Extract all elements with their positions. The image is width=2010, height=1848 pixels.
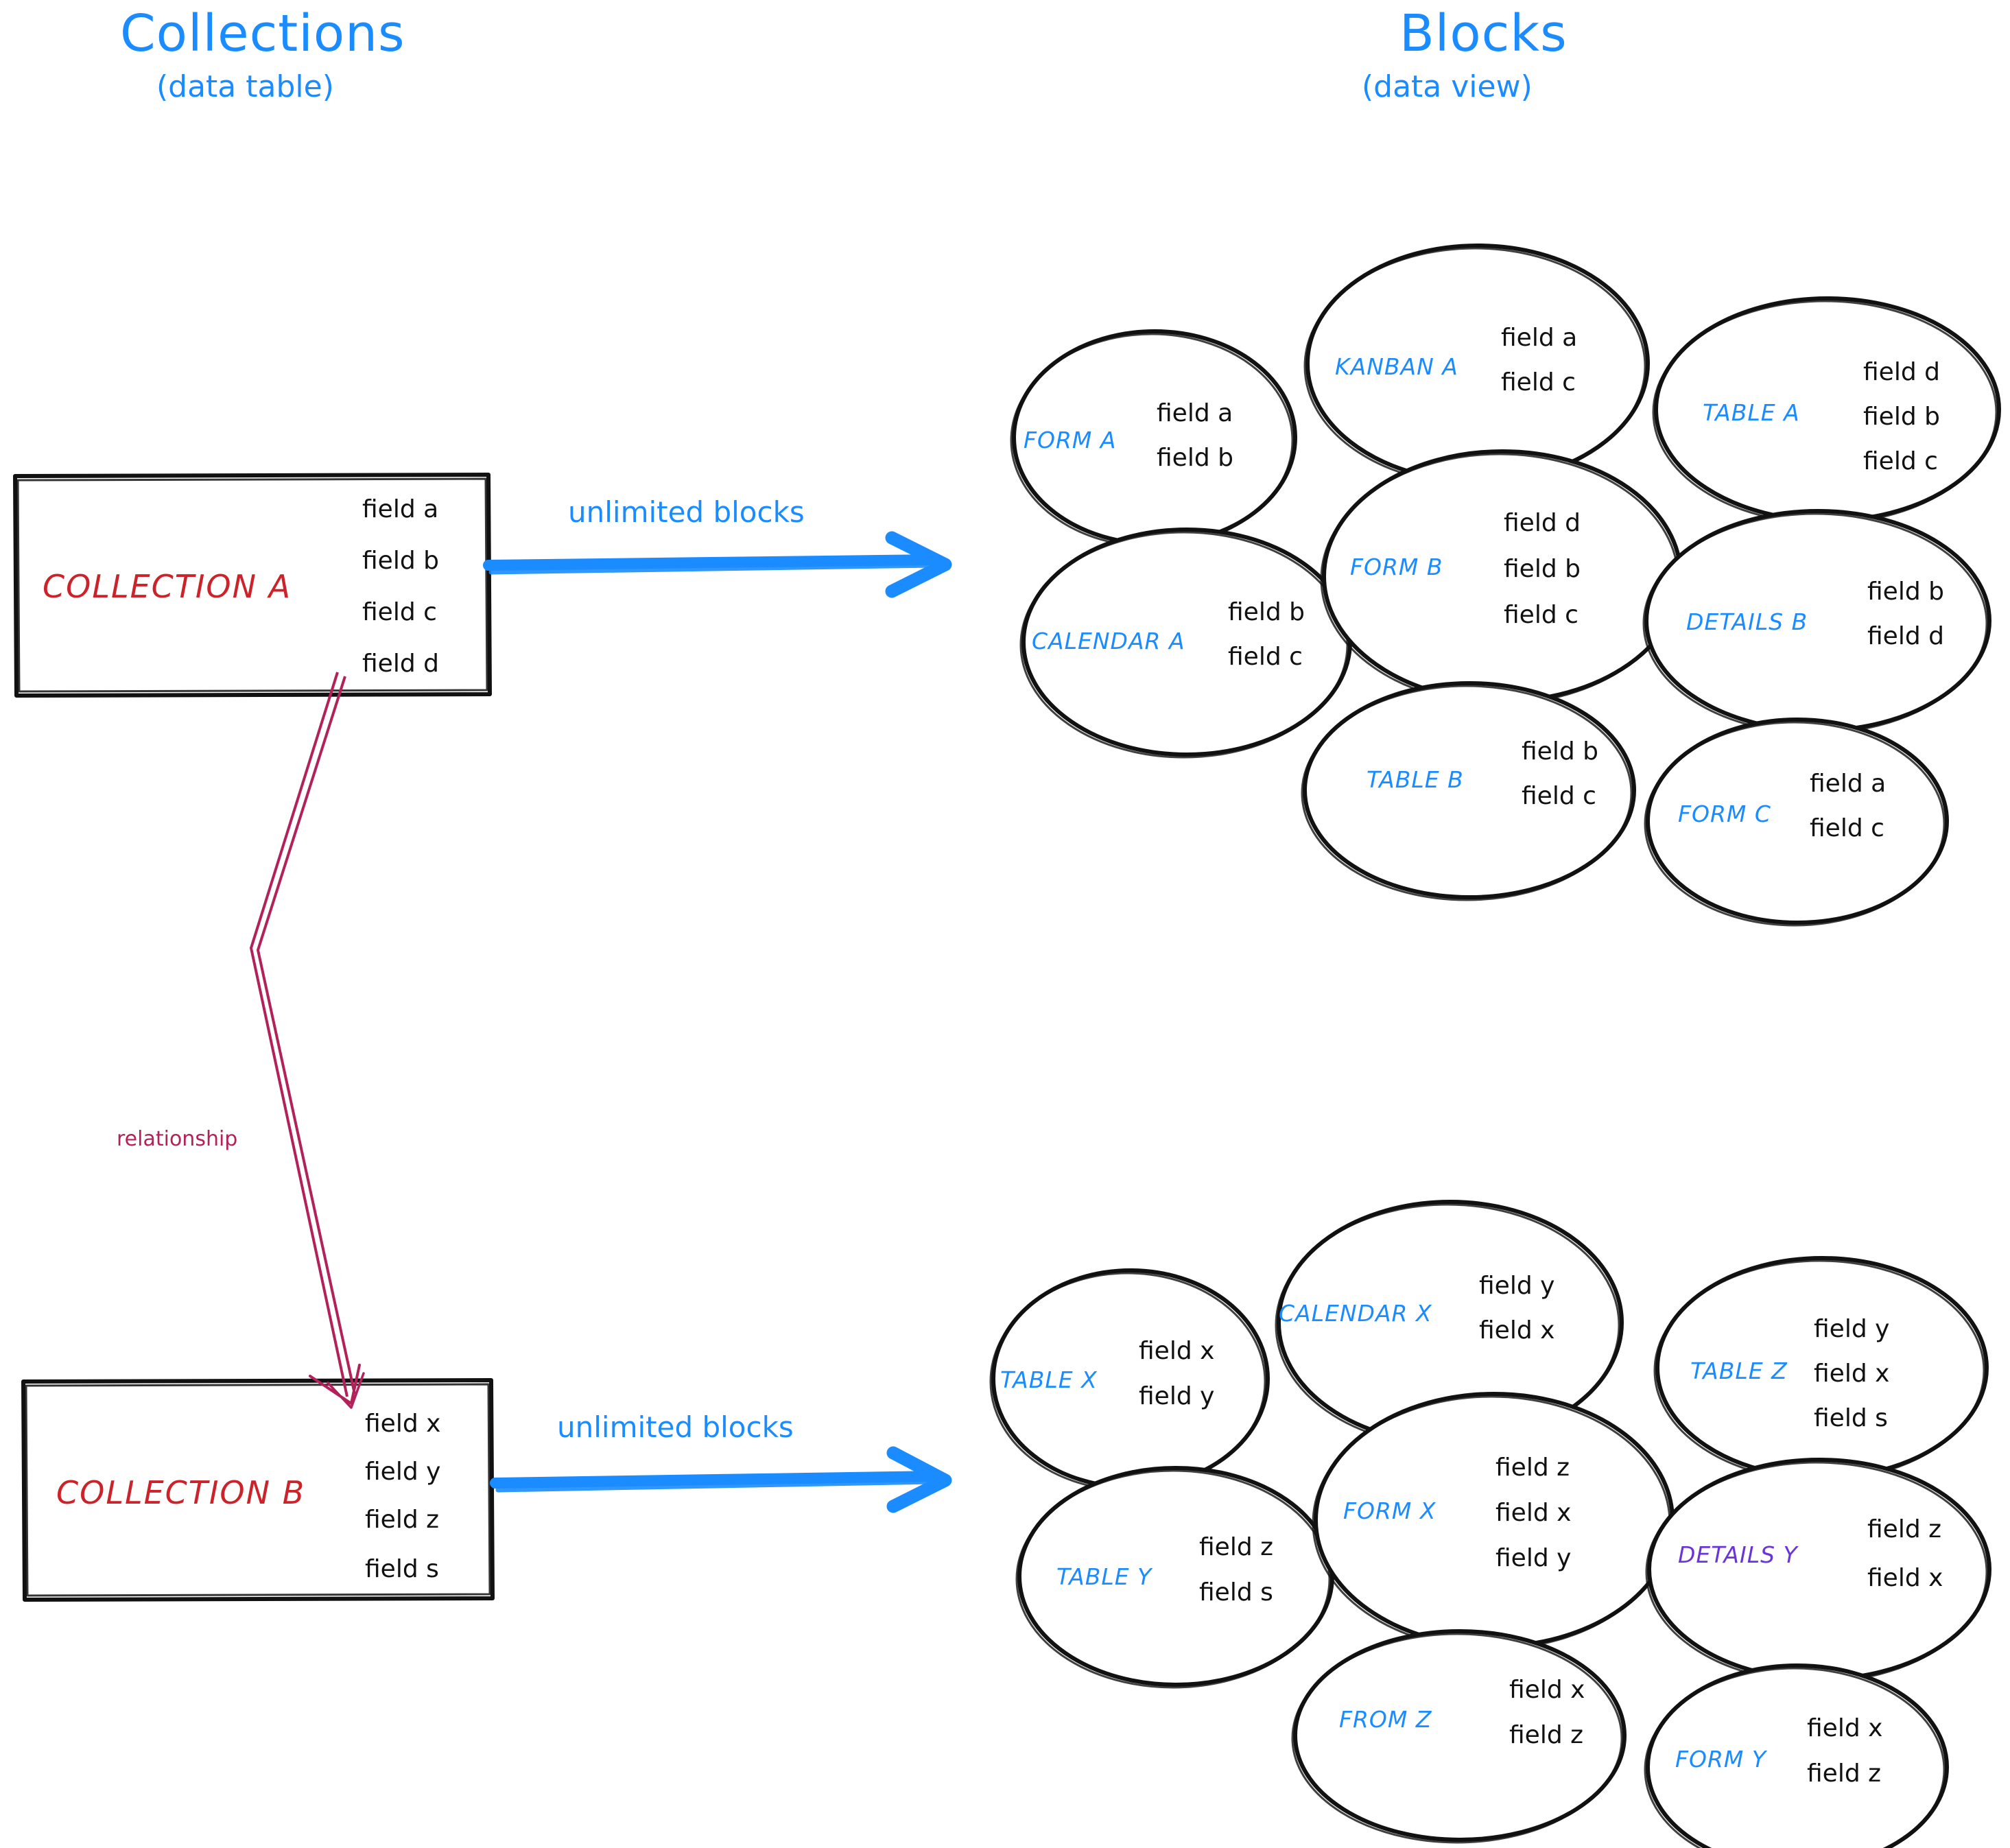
block-field-form-y-0: field x [1807, 1714, 1883, 1742]
block-label-form-c[interactable]: FORM C [1678, 801, 1771, 827]
arrow-unlimited-blocks-b [490, 1446, 952, 1513]
collection-b-field-0: field x [365, 1410, 441, 1438]
block-label-from-z[interactable]: FROM Z [1339, 1706, 1432, 1733]
collection-a-field-2: field c [362, 598, 437, 626]
block-field-kanban-a-0: field a [1501, 324, 1578, 352]
block-field-form-b-1: field b [1504, 555, 1581, 583]
block-label-form-a[interactable]: FORM A [1024, 427, 1117, 453]
collection-b-field-3: field s [365, 1555, 439, 1583]
block-field-form-x-2: field y [1495, 1544, 1572, 1572]
block-field-table-y-0: field z [1199, 1533, 1274, 1561]
block-field-calendar-a-0: field b [1228, 598, 1305, 626]
collection-a-box [13, 473, 492, 698]
relationship-connector [250, 672, 365, 1409]
block-field-calendar-x-0: field y [1479, 1272, 1555, 1300]
block-label-details-b[interactable]: DETAILS B [1686, 608, 1808, 635]
arrow-label-unlimited-blocks-a: unlimited blocks [568, 495, 805, 529]
block-field-calendar-a-1: field c [1228, 643, 1303, 671]
block-field-from-z-1: field z [1509, 1721, 1584, 1749]
block-field-details-y-1: field x [1867, 1564, 1943, 1592]
block-field-table-y-1: field s [1199, 1578, 1273, 1607]
collection-b-box [21, 1378, 495, 1602]
arrow-label-unlimited-blocks-b: unlimited blocks [557, 1410, 794, 1444]
collection-a-name: COLLECTION A [43, 568, 292, 605]
block-label-form-x[interactable]: FORM X [1343, 1497, 1436, 1524]
block-label-kanban-a[interactable]: KANBAN A [1335, 353, 1458, 380]
block-label-table-x[interactable]: TABLE X [1000, 1366, 1098, 1393]
block-field-kanban-a-1: field c [1501, 368, 1576, 396]
block-field-table-a-2: field c [1863, 447, 1938, 475]
block-field-table-x-1: field y [1139, 1382, 1215, 1410]
block-field-form-x-0: field z [1495, 1454, 1570, 1482]
page-subtitle-collections: (data table) [156, 69, 334, 104]
block-label-table-y[interactable]: TABLE Y [1056, 1563, 1152, 1590]
collection-b-name: COLLECTION B [56, 1474, 306, 1511]
collection-b-field-2: field z [365, 1506, 440, 1534]
block-field-table-b-1: field c [1522, 782, 1596, 810]
page-title-collections: Collections [120, 4, 405, 63]
block-field-table-b-0: field b [1522, 737, 1598, 766]
relationship-label: relationship [117, 1127, 238, 1151]
block-field-form-y-1: field z [1807, 1760, 1882, 1788]
block-field-calendar-x-1: field x [1479, 1316, 1555, 1344]
block-field-form-c-0: field a [1810, 770, 1887, 798]
block-field-form-b-0: field d [1504, 509, 1581, 537]
block-field-table-z-2: field s [1814, 1404, 1888, 1432]
arrow-unlimited-blocks-a [483, 531, 952, 598]
block-label-form-b[interactable]: FORM B [1350, 554, 1443, 580]
block-label-form-y[interactable]: FORM Y [1675, 1746, 1767, 1773]
block-label-calendar-a[interactable]: CALENDAR A [1032, 628, 1185, 654]
block-label-table-b[interactable]: TABLE B [1367, 766, 1464, 793]
collection-a-field-0: field a [362, 495, 439, 523]
block-field-form-x-1: field x [1495, 1499, 1572, 1527]
collection-a-field-1: field b [362, 547, 439, 575]
block-field-from-z-0: field x [1509, 1676, 1585, 1704]
block-field-table-a-0: field d [1863, 358, 1940, 386]
block-label-table-a[interactable]: TABLE A [1703, 399, 1800, 426]
block-ellipses-group-b [989, 1200, 1991, 1848]
page-subtitle-blocks: (data view) [1362, 69, 1533, 104]
block-field-form-a-0: field a [1157, 399, 1233, 427]
collection-b-field-1: field y [365, 1458, 441, 1486]
block-field-details-b-1: field d [1867, 622, 1944, 650]
block-field-details-b-0: field b [1867, 578, 1944, 606]
block-field-table-z-0: field y [1814, 1315, 1890, 1343]
block-field-form-b-2: field c [1504, 601, 1579, 629]
block-field-form-a-1: field b [1157, 444, 1233, 472]
block-field-table-z-1: field x [1814, 1360, 1890, 1388]
page-title-blocks: Blocks [1399, 4, 1568, 63]
block-field-details-y-0: field z [1867, 1515, 1942, 1543]
block-ellipses-group-a [1010, 244, 2001, 927]
block-field-form-c-1: field c [1810, 814, 1884, 842]
block-field-table-x-0: field x [1139, 1337, 1215, 1365]
block-label-details-y[interactable]: DETAILS Y [1678, 1541, 1798, 1568]
block-field-table-a-1: field b [1863, 403, 1940, 431]
block-label-table-z[interactable]: TABLE Z [1690, 1358, 1788, 1384]
block-label-calendar-x[interactable]: CALENDAR X [1279, 1300, 1432, 1327]
collection-a-field-3: field d [362, 650, 439, 678]
